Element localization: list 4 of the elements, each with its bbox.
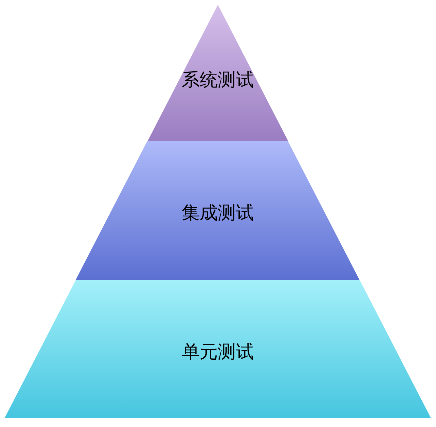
tier-label: 系统测试 bbox=[182, 69, 254, 92]
tier-label: 集成测试 bbox=[182, 202, 254, 225]
tier-label: 单元测试 bbox=[182, 341, 254, 364]
pyramid-tier bbox=[5, 280, 431, 418]
